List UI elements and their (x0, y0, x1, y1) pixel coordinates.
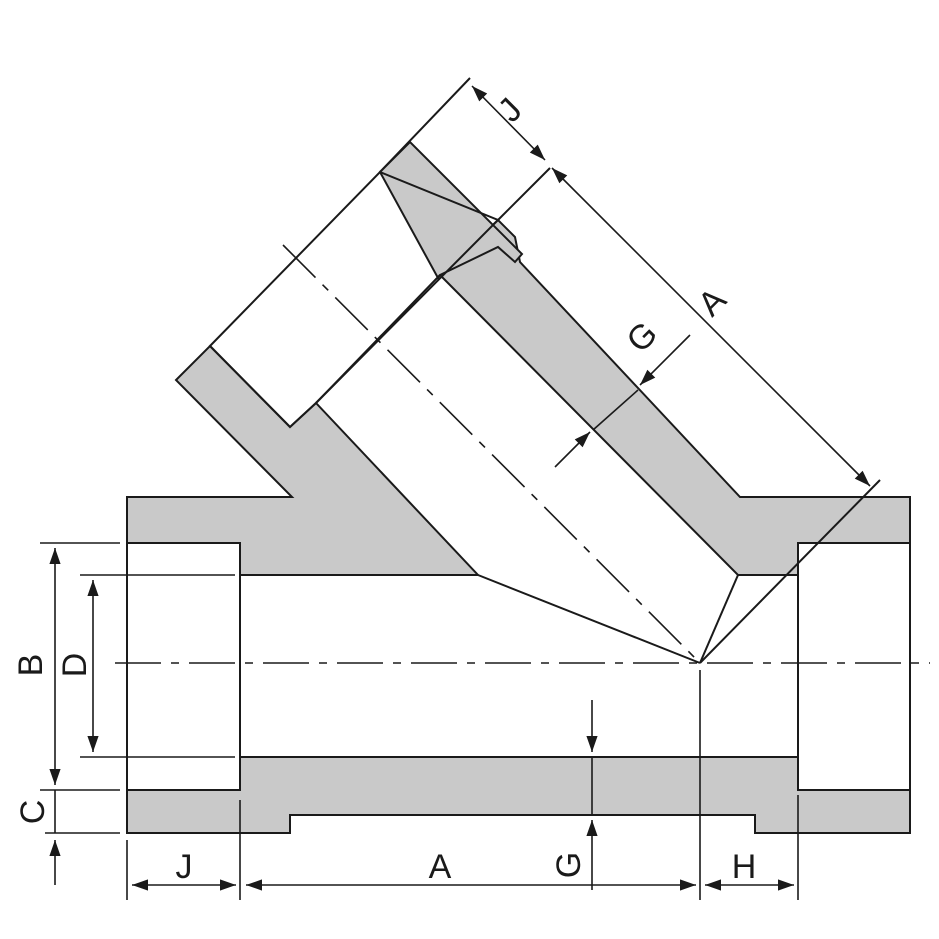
label-branch-a: A (691, 281, 734, 324)
branch-socket (208, 170, 500, 429)
label-branch-g: G (619, 314, 665, 360)
cone-line-right (699, 479, 881, 664)
label-main-g: G (550, 852, 588, 878)
body-bottom-wall (126, 756, 911, 834)
dim-branch-g-cross (592, 389, 639, 431)
label-c: C (14, 800, 52, 825)
label-d: D (56, 653, 94, 678)
branch-centerline (282, 244, 701, 664)
body-top-left-wall (126, 344, 481, 576)
cone-line-left (477, 574, 701, 664)
dim-branch-j (471, 85, 546, 161)
branch-inner-line (315, 274, 441, 404)
left-socket (126, 542, 241, 791)
label-main-a: A (429, 848, 452, 886)
branch-ext-line-2 (497, 167, 551, 221)
dim-branch-g-top (639, 334, 691, 386)
dim-branch-g-bottom (554, 431, 591, 468)
right-socket (797, 542, 911, 791)
branch-ext-line-1 (379, 77, 471, 173)
label-b: B (12, 654, 50, 677)
label-left-j: J (176, 848, 193, 886)
label-h: H (732, 848, 757, 886)
cone-line-mid (699, 574, 739, 664)
dim-branch-a (551, 167, 871, 487)
